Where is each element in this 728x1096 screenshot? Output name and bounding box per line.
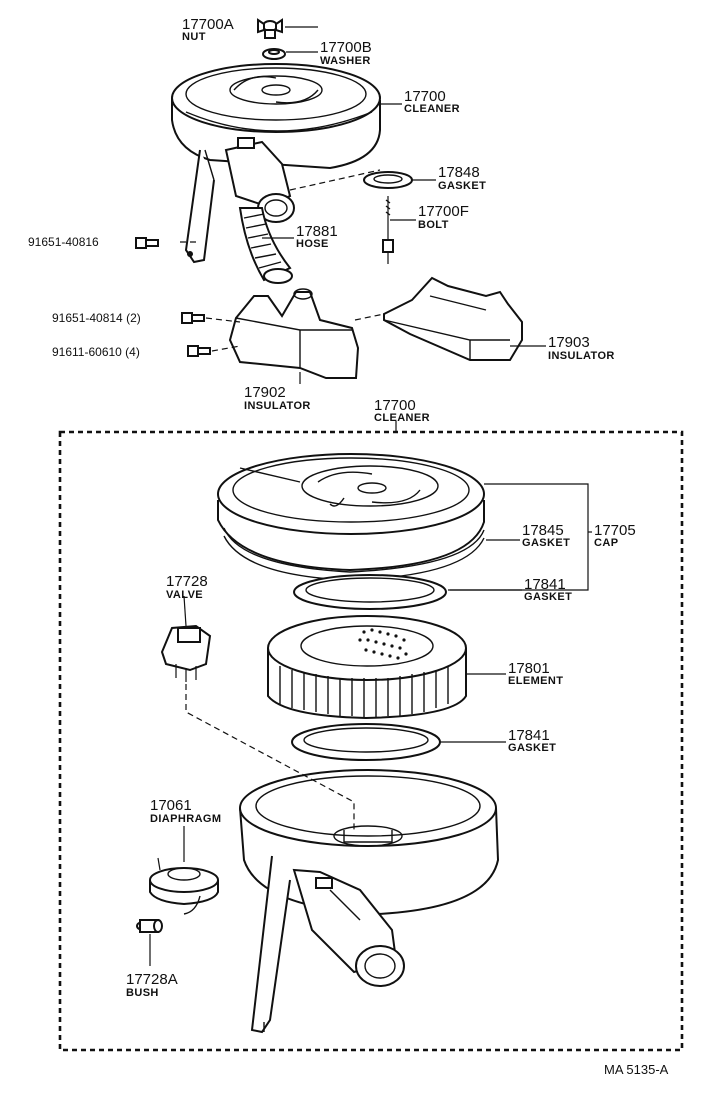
part-number: 17705 bbox=[594, 522, 636, 539]
air-cleaner-top-drawing bbox=[171, 63, 381, 170]
lower-snorkel-drawing bbox=[250, 855, 405, 1034]
label-17841-upper: 17841 GASKET bbox=[524, 576, 572, 603]
label-17700-assy: 17700 CLEANER bbox=[374, 397, 430, 424]
hose-drawing bbox=[238, 207, 293, 284]
label-17700F: 17700F BOLT bbox=[418, 203, 469, 231]
part-name: WASHER bbox=[320, 55, 371, 67]
part-number: 17700F bbox=[418, 203, 469, 220]
part-name: GASKET bbox=[508, 742, 556, 754]
label-17881: 17881 HOSE bbox=[296, 223, 338, 250]
part-name: VALVE bbox=[166, 589, 203, 601]
part-name: NUT bbox=[182, 31, 206, 43]
label-17700B: 17700B WASHER bbox=[320, 39, 372, 67]
part-number: 17700A bbox=[182, 16, 234, 33]
label-17848: 17848 GASKET bbox=[438, 164, 486, 192]
diaphragm-drawing bbox=[149, 857, 219, 915]
part-number: 17903 bbox=[548, 334, 590, 351]
part-number: 17881 bbox=[296, 223, 338, 240]
label-17700-top: 17700 CLEANER bbox=[404, 88, 460, 115]
label-17841-lower: 17841 GASKET bbox=[508, 727, 556, 754]
part-number: 17061 bbox=[150, 797, 192, 814]
part-number: 17845 bbox=[522, 522, 564, 539]
snorkel-drawing bbox=[184, 137, 295, 264]
part-number: 17700 bbox=[404, 88, 446, 105]
part-number: 17728A bbox=[126, 971, 178, 988]
hardware-91611-60610: 91611-60610 (4) bbox=[52, 345, 140, 359]
part-number: 17728 bbox=[166, 573, 208, 590]
part-number: 17700B bbox=[320, 39, 372, 56]
part-name: HOSE bbox=[296, 238, 329, 250]
part-name: CLEANER bbox=[374, 412, 430, 424]
hardware-91651-40814: 91651-40814 (2) bbox=[52, 311, 141, 325]
element-mesh bbox=[358, 628, 408, 660]
label-17700A: 17700A NUT bbox=[182, 16, 234, 43]
label-17728: 17728 VALVE bbox=[166, 573, 208, 601]
bolt-91611-60610-drawing bbox=[187, 345, 211, 357]
part-name: CLEANER bbox=[404, 103, 460, 115]
bolt-91651-40816-drawing bbox=[135, 237, 159, 249]
part-name: GASKET bbox=[522, 537, 570, 549]
part-name: GASKET bbox=[438, 180, 486, 192]
part-name: CAP bbox=[594, 537, 618, 549]
gasket-17841-upper-drawing bbox=[293, 574, 447, 610]
part-name: INSULATOR bbox=[548, 350, 615, 362]
long-bolt-drawing bbox=[382, 196, 394, 264]
assembly-frame bbox=[58, 430, 684, 1052]
gasket-17848-drawing bbox=[363, 171, 413, 189]
label-17705: 17705 CAP bbox=[594, 522, 636, 549]
part-number: 17848 bbox=[438, 164, 480, 181]
valve-drawing bbox=[160, 624, 212, 682]
part-name: BUSH bbox=[126, 987, 159, 999]
label-17902: 17902 INSULATOR bbox=[244, 384, 311, 412]
hardware-91651-40816: 91651-40816 bbox=[28, 235, 99, 249]
part-name: GASKET bbox=[524, 591, 572, 603]
label-17728A: 17728A BUSH bbox=[126, 971, 178, 999]
label-17845: 17845 GASKET bbox=[522, 522, 570, 549]
label-17801: 17801 ELEMENT bbox=[508, 660, 563, 687]
bolt-91651-40814-drawing bbox=[181, 312, 205, 324]
part-number: 17801 bbox=[508, 660, 550, 677]
bush-drawing bbox=[136, 919, 163, 933]
insulator-17902-drawing bbox=[228, 288, 360, 379]
gasket-17841-lower-drawing bbox=[291, 723, 441, 761]
element-drawing bbox=[267, 615, 467, 720]
insulator-17903-drawing bbox=[383, 276, 523, 361]
part-name: ELEMENT bbox=[508, 675, 563, 687]
part-number: 17841 bbox=[508, 727, 550, 744]
washer-drawing bbox=[262, 48, 286, 60]
drawing-code: MA 5135-A bbox=[604, 1062, 669, 1077]
part-number: 17841 bbox=[524, 576, 566, 593]
part-number: 17700 bbox=[374, 397, 416, 414]
part-name: BOLT bbox=[418, 219, 449, 231]
label-17061: 17061 DIAPHRAGM bbox=[150, 797, 221, 825]
part-name: DIAPHRAGM bbox=[150, 813, 221, 825]
part-number: 17902 bbox=[244, 384, 286, 401]
label-17903: 17903 INSULATOR bbox=[548, 334, 615, 362]
part-name: INSULATOR bbox=[244, 400, 311, 412]
wing-nut-drawing bbox=[257, 18, 283, 39]
cap-drawing bbox=[217, 453, 485, 572]
